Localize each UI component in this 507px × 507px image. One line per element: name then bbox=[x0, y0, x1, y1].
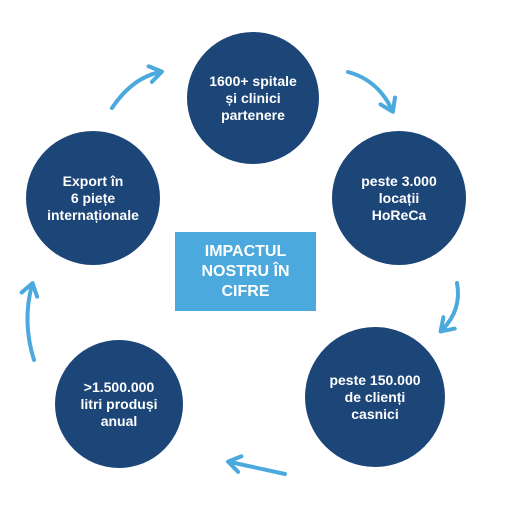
arrow-bottomright-to-bottomleft bbox=[226, 454, 287, 476]
stat-text: >1.500.000 litri produși anual bbox=[81, 379, 158, 430]
stat-line: partenere bbox=[221, 106, 285, 123]
center-title-line: IMPACTUL bbox=[204, 242, 287, 260]
stat-circle-liters-produced: >1.500.000 litri produși anual bbox=[55, 340, 183, 468]
stat-line: internaționale bbox=[47, 206, 139, 223]
stat-line: 6 piețe bbox=[70, 189, 116, 206]
stat-line: litri produși bbox=[80, 395, 158, 412]
stat-circle-hospitals: 1600+ spitale și clinici partenere bbox=[187, 32, 319, 164]
stat-circle-export-markets: Export în 6 piețe internaționale bbox=[26, 131, 160, 265]
arrow-bottomleft-to-left bbox=[19, 281, 40, 362]
stat-line: peste 3.000 bbox=[361, 172, 437, 189]
stat-text: Export în 6 piețe internaționale bbox=[47, 173, 139, 224]
stat-line: de clienți bbox=[344, 388, 406, 405]
stat-circle-horeca: peste 3.000 locații HoReCa bbox=[332, 131, 466, 265]
arrow-right-to-bottomright bbox=[438, 281, 460, 334]
stat-line: anual bbox=[100, 412, 138, 429]
stat-line: 1600+ spitale bbox=[209, 72, 297, 89]
stat-text: 1600+ spitale și clinici partenere bbox=[209, 73, 297, 124]
center-title-line: NOSTRU ÎN bbox=[201, 262, 290, 280]
center-title: IMPACTUL NOSTRU ÎN CIFRE bbox=[202, 242, 290, 302]
center-title-line: CIFRE bbox=[221, 282, 270, 300]
stat-line: și clinici bbox=[225, 89, 281, 106]
stat-line: Export în bbox=[62, 172, 124, 189]
stat-line: casnici bbox=[351, 405, 399, 422]
stat-circle-household-clients: peste 150.000 de clienți casnici bbox=[305, 327, 445, 467]
stat-text: peste 150.000 de clienți casnici bbox=[329, 372, 420, 423]
stat-line: >1.500.000 bbox=[83, 378, 155, 395]
stat-line: locații bbox=[378, 189, 420, 206]
stat-line: peste 150.000 bbox=[329, 371, 421, 388]
arrow-left-to-top bbox=[110, 64, 164, 110]
arrow-top-to-right bbox=[346, 70, 398, 114]
stat-line: HoReCa bbox=[371, 206, 427, 223]
center-title-box: IMPACTUL NOSTRU ÎN CIFRE bbox=[175, 232, 316, 311]
stat-text: peste 3.000 locații HoReCa bbox=[361, 173, 437, 224]
